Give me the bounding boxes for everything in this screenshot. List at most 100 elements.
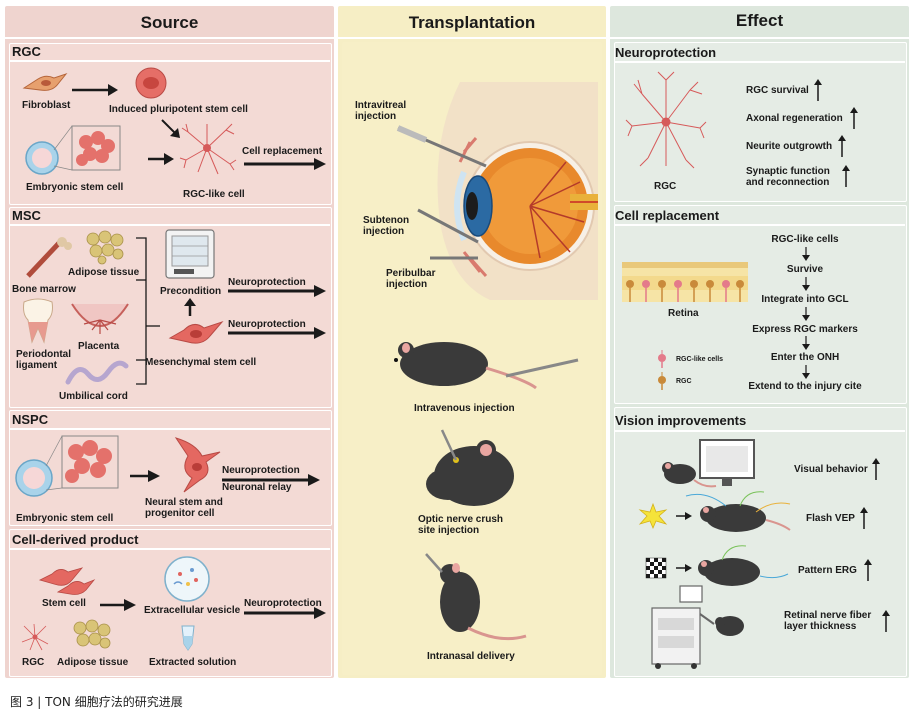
periodontal-label: Periodontal ligament: [16, 349, 72, 371]
up-arrow-icon-visual: [872, 458, 880, 480]
rgc-source-title: RGC: [12, 44, 41, 59]
fibroblast-icon: [22, 72, 68, 91]
vision-title-rule: [614, 430, 905, 432]
msc-title-rule: [9, 224, 330, 226]
figure-caption: 图 3 | TON 细胞疗法的研究进展: [10, 695, 183, 709]
embryonic-stem-cell-icon: [25, 125, 121, 175]
neuroprotection-title: Neuroprotection: [615, 45, 717, 60]
ev-label: Extracellular vesicle: [144, 605, 241, 616]
pattern-erg-mouse-icon: [698, 545, 789, 586]
arrow-msc-neuroprotection-2: [228, 327, 326, 339]
arrow-nspc: [222, 474, 320, 486]
stem-cell-icon: [38, 567, 96, 595]
flash-vep-mouse-icon: [685, 491, 791, 532]
nspc-embryonic-stem-cell-icon: [15, 435, 119, 497]
nspc-title-rule: [9, 428, 330, 430]
arrow-ipsc-to-rgc: [161, 119, 180, 138]
optic-nerve-mouse-icon: [426, 429, 514, 506]
step-arrow-icon-5: [802, 365, 810, 379]
synaptic-function-label: Synaptic function and reconnection: [746, 166, 830, 188]
vision-title: Vision improvements: [615, 413, 747, 428]
effect-title: Effect: [735, 11, 784, 30]
legend-rgc-icon: [658, 372, 666, 390]
trans-header-divider: [338, 37, 606, 39]
transplantation-title: Transplantation: [408, 13, 536, 32]
rgc-title-rule: [9, 60, 330, 62]
rgc-source-panel: [9, 43, 332, 205]
intranasal-label: Intranasal delivery: [427, 651, 515, 662]
extracted-solution-label: Extracted solution: [149, 657, 237, 668]
arrow-product: [244, 607, 326, 619]
incubator-icon: [165, 229, 215, 279]
up-arrow-icon-pattern-erg: [864, 559, 872, 581]
up-arrow-icon-rgc-survival: [814, 79, 822, 101]
arrow-esc-to-nspc: [130, 470, 160, 482]
arrow-cell-replacement: [244, 158, 326, 170]
flash-vep-label: Flash VEP: [806, 513, 855, 524]
bone-marrow-icon: [26, 237, 72, 278]
arrow-pattern: [676, 564, 692, 572]
cell-replacement-arrow-label: Cell replacement: [242, 146, 323, 157]
optic-nerve-label: Optic nerve crush site injection: [418, 514, 504, 536]
mesenchymal-stem-cell-icon: [168, 320, 224, 344]
nspc-neuronal-relay-label: Neuronal relay: [222, 482, 292, 493]
adipose-tissue-icon: [86, 230, 124, 265]
intravitreal-needle-icon: [396, 125, 487, 168]
extracellular-vesicle-icon: [164, 556, 210, 602]
cell-replacement-title: Cell replacement: [615, 208, 720, 223]
neural-stem-cell-icon: [174, 437, 221, 493]
visual-behavior-setup-icon: [662, 439, 755, 488]
intravenous-mouse-icon: [394, 342, 579, 390]
pattern-erg-label: Pattern ERG: [798, 565, 857, 576]
ipsc-label: Induced pluripotent stem cell: [109, 104, 248, 115]
retina-layers-icon: [622, 262, 748, 302]
msc-bracket: [136, 237, 160, 385]
msc-neuroprotection-label-1: Neuroprotection: [228, 277, 306, 288]
rgc-survival-label: RGC survival: [746, 85, 809, 96]
product-source-panel: [9, 529, 332, 677]
peribulbar-needle-icon: [430, 256, 478, 260]
step-survive: Survive: [786, 264, 824, 275]
placenta-label: Placenta: [78, 341, 120, 352]
step-arrow-icon-3: [802, 307, 810, 321]
neuroprotection-rgc-icon: [625, 71, 707, 169]
product-adipose-icon: [73, 619, 111, 649]
step-rgc-like-cells: RGC-like cells: [771, 234, 839, 245]
stem-cell-label: Stem cell: [42, 598, 86, 609]
step-arrow-icon-1: [802, 247, 810, 261]
product-rgc-label: RGC: [22, 657, 45, 668]
source-title: Source: [140, 13, 199, 32]
subtenon-needle-icon: [417, 208, 479, 244]
step-extend-injury: Extend to the injury cite: [748, 381, 862, 392]
nspc-neuroprotection-label: Neuroprotection: [222, 465, 300, 476]
eye-illustration: [437, 82, 598, 300]
source-header-divider: [5, 37, 334, 39]
umbilical-cord-label: Umbilical cord: [59, 391, 128, 402]
rnfl-thickness-label: Retinal nerve fiber layer thickness: [784, 610, 872, 632]
step-express-markers: Express RGC markers: [752, 324, 858, 335]
up-arrow-icon-neurite: [838, 135, 846, 157]
arrow-esc-to-rgc: [148, 153, 174, 165]
rgc-like-cell-label: RGC-like cell: [183, 189, 245, 200]
retina-label: Retina: [668, 308, 699, 319]
up-arrow-icon-rnfl: [882, 610, 890, 632]
cell-replacement-title-rule: [614, 224, 905, 226]
periodontal-tooth-icon: [23, 298, 53, 344]
precondition-label: Precondition: [160, 286, 222, 297]
arrow-to-precondition: [184, 298, 196, 316]
umbilical-cord-icon: [65, 360, 129, 385]
arrow-flash: [676, 512, 692, 520]
arrow-fibroblast-to-ipsc: [72, 84, 118, 96]
peribulbar-label: Peribulbar injection: [386, 268, 436, 290]
legend-rgc-label: RGC: [676, 378, 692, 385]
msc-source-title: MSC: [12, 208, 41, 223]
extracted-solution-tube-icon: [181, 625, 195, 651]
placenta-icon: [71, 303, 129, 334]
intravenous-label: Intravenous injection: [414, 403, 515, 414]
legend-rgc-like-label: RGC-like cells: [676, 356, 724, 363]
subtenon-label: Subtenon injection: [363, 215, 410, 237]
arrow-stem-to-ev: [100, 599, 136, 611]
intravitreal-label: Intravitreal injection: [355, 100, 407, 122]
rgc-like-cell-icon: [179, 123, 237, 175]
ipsc-icon: [135, 67, 167, 99]
